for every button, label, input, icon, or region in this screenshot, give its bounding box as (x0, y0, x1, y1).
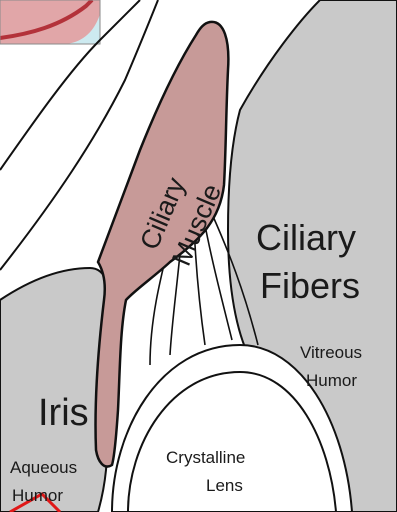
ciliary-fibers-label-line1: Ciliary (256, 220, 356, 256)
vitreous-humor-label-line1: Vitreous (300, 344, 362, 361)
vitreous-humor-label-line2: Humor (306, 372, 357, 389)
iris-label: Iris (38, 394, 89, 432)
inset-thumbnail (0, 0, 100, 44)
aqueous-humor-label-line2: Humor (12, 487, 63, 504)
ciliary-fibers-label-line2: Fibers (260, 268, 360, 304)
crystalline-lens-label-line1: Crystalline (166, 449, 245, 466)
aqueous-humor-label-line1: Aqueous (10, 459, 77, 476)
crystalline-lens-label-line2: Lens (206, 477, 243, 494)
